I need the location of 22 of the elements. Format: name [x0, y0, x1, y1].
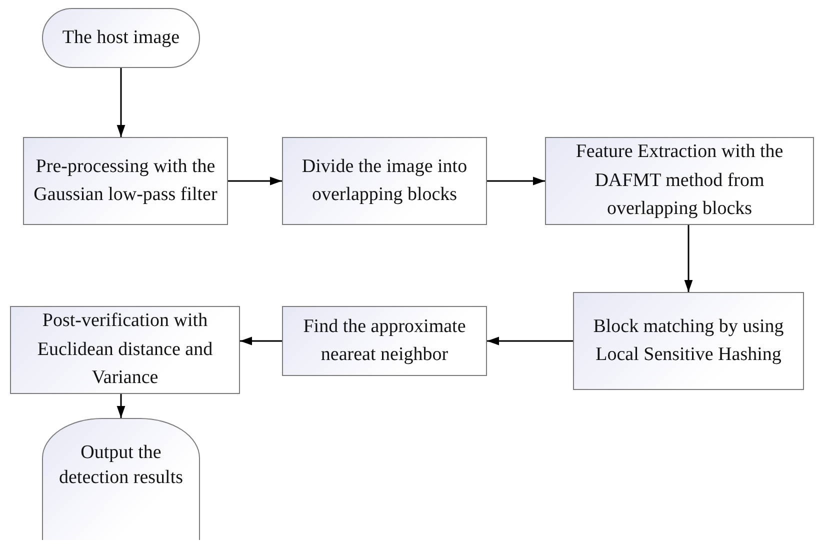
- node-label: Pre-processing with the Gaussian low-pass filter: [32, 154, 218, 207]
- node-label: Feature Extraction with the DAFMT method from overlapping blocks: [574, 140, 784, 222]
- terminal-shape: [42, 418, 200, 540]
- node-label: Find the approximate neareat neighbor: [302, 314, 467, 367]
- arrow: [116, 68, 126, 137]
- process-box: [545, 137, 814, 225]
- arrow: [487, 336, 573, 346]
- arrow: [684, 225, 693, 292]
- process-box: [573, 292, 804, 390]
- arrow: [487, 176, 545, 186]
- process-box: [10, 306, 240, 394]
- process-box: [282, 306, 487, 376]
- node-label: Block matching by using Local Sensitive Hashing: [592, 314, 785, 367]
- node-label: Divide the image into overlapping blocks: [300, 154, 468, 207]
- arrow: [240, 336, 282, 346]
- node-label: Post-verification with Euclidean distance and Variance: [36, 309, 214, 390]
- arrow: [116, 394, 126, 418]
- process-box: [23, 137, 228, 225]
- arrow: [228, 176, 282, 186]
- node-label: The host image: [62, 26, 180, 50]
- node-label: Output the detection results: [58, 441, 184, 490]
- process-box: [282, 137, 487, 225]
